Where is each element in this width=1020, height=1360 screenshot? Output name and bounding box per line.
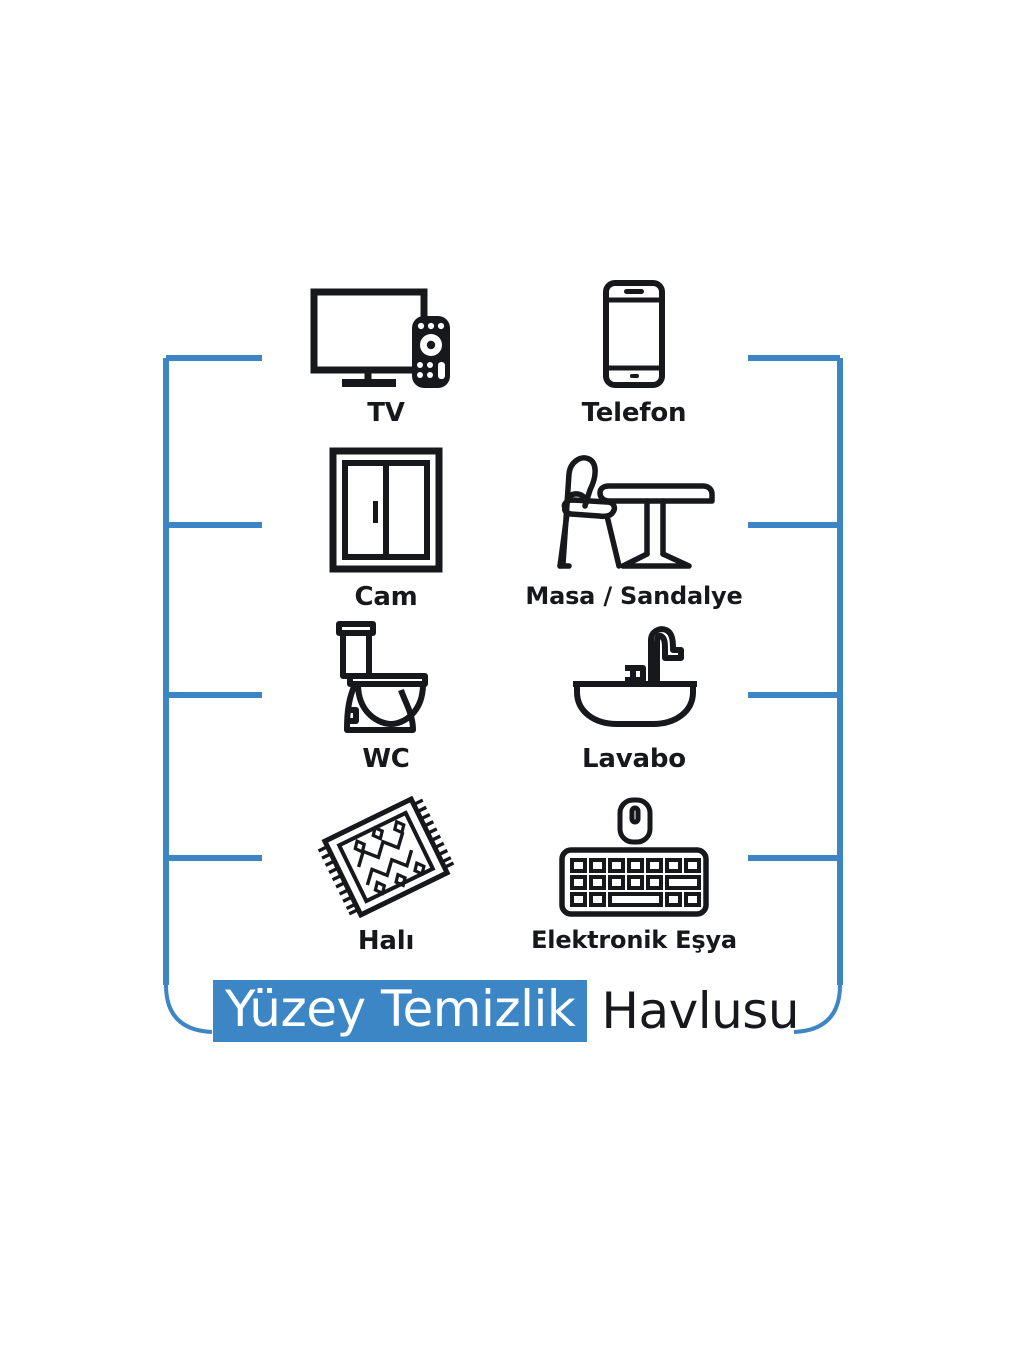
item-label: Lavabo bbox=[582, 744, 686, 774]
toilet-icon bbox=[262, 618, 510, 736]
keyboard-body bbox=[559, 847, 709, 917]
banner-plain-text: Havlusu bbox=[601, 982, 800, 1040]
tv-icon bbox=[262, 278, 510, 390]
window-icon bbox=[262, 446, 510, 574]
item-label: Masa / Sandalye bbox=[525, 582, 743, 610]
banner-highlight-text: Yüzey Temizlik bbox=[213, 980, 588, 1042]
item-label: TV bbox=[367, 398, 405, 428]
mouse-icon bbox=[617, 797, 653, 845]
grid-column-right: Telefon bbox=[510, 278, 758, 968]
item-label: Cam bbox=[354, 582, 418, 612]
tv-remote bbox=[412, 316, 450, 388]
item-label: Elektronik Eşya bbox=[531, 926, 737, 954]
item-label: WC bbox=[362, 744, 410, 774]
smartphone-icon bbox=[510, 278, 758, 390]
grid-item-cam: Cam bbox=[262, 446, 510, 610]
grid-item-elektronik-esya: Elektronik Eşya bbox=[510, 796, 758, 952]
item-label: Halı bbox=[357, 926, 415, 956]
item-label: Telefon bbox=[581, 398, 687, 428]
grid-item-lavabo: Lavabo bbox=[510, 618, 758, 772]
grid-item-hali: Halı bbox=[262, 796, 510, 954]
table-chair-icon bbox=[510, 446, 758, 574]
surface-icon-grid: TV Cam bbox=[262, 278, 758, 968]
product-title-banner: Yüzey Temizlik Havlusu bbox=[213, 980, 800, 1042]
sink-icon bbox=[510, 618, 758, 736]
keyboard-mouse-icon bbox=[510, 796, 758, 918]
bracket-left-bottom-curve bbox=[164, 984, 213, 1034]
bracket-right-bottom-curve bbox=[793, 984, 842, 1034]
grid-item-masa-sandalye: Masa / Sandalye bbox=[510, 446, 758, 608]
carpet-icon bbox=[262, 796, 510, 918]
grid-item-telefon: Telefon bbox=[510, 278, 758, 426]
grid-column-left: TV Cam bbox=[262, 278, 510, 968]
grid-item-tv: TV bbox=[262, 278, 510, 426]
grid-item-wc: WC bbox=[262, 618, 510, 772]
